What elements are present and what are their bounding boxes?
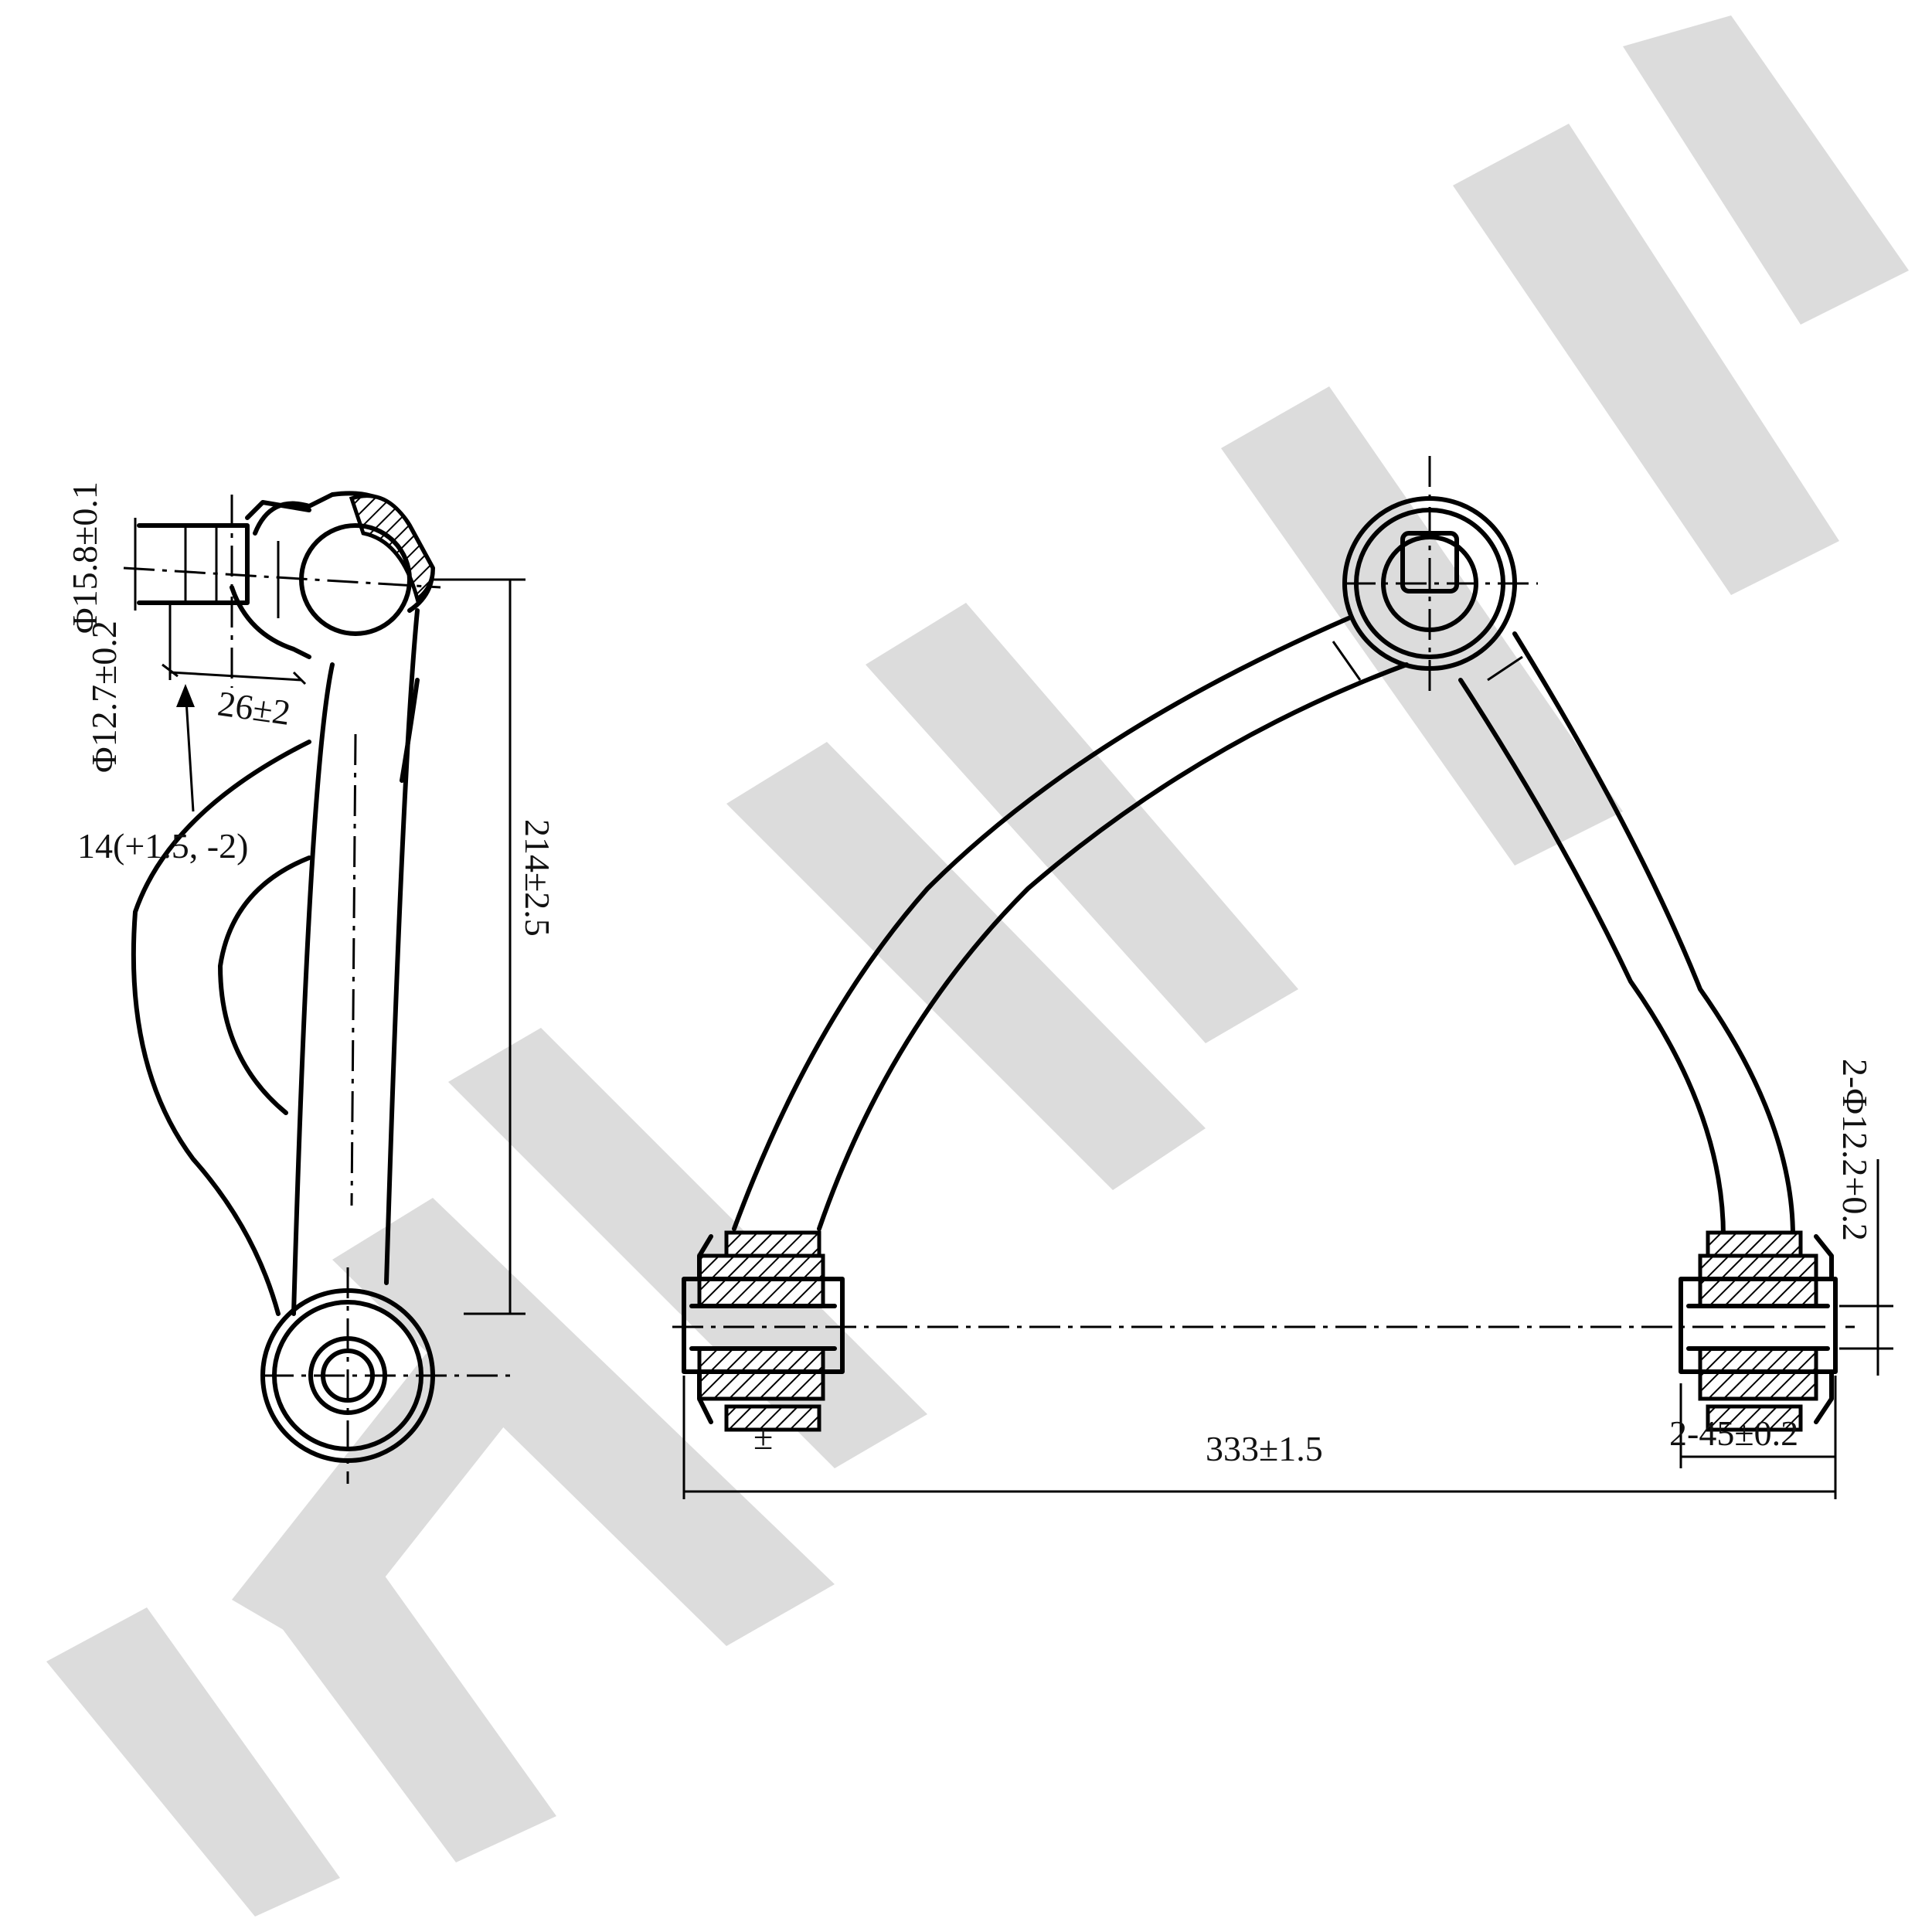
watermark-logo [46,15,1909,1917]
arm-height-label: 214±2.5 [518,819,557,937]
bushing-span-label: 333±1.5 [1206,1429,1323,1468]
side-view [123,491,526,1484]
stud-offset-label: 14(+1.5, -2) [77,826,248,866]
ball-stud-diameter-label: Φ15.8±0.1 [65,481,104,634]
top-view [672,456,1893,1499]
taper-diameter-label: Φ12.7±0.2 [84,621,124,773]
bushing-length-label: 2-45±0.2 [1669,1413,1798,1453]
stud-length-label: 26±2 [216,683,293,733]
bushing-bore-label: 2-Φ12.2+0.2 [1835,1059,1875,1241]
tolerance-symbol-label: ± [753,1417,773,1457]
